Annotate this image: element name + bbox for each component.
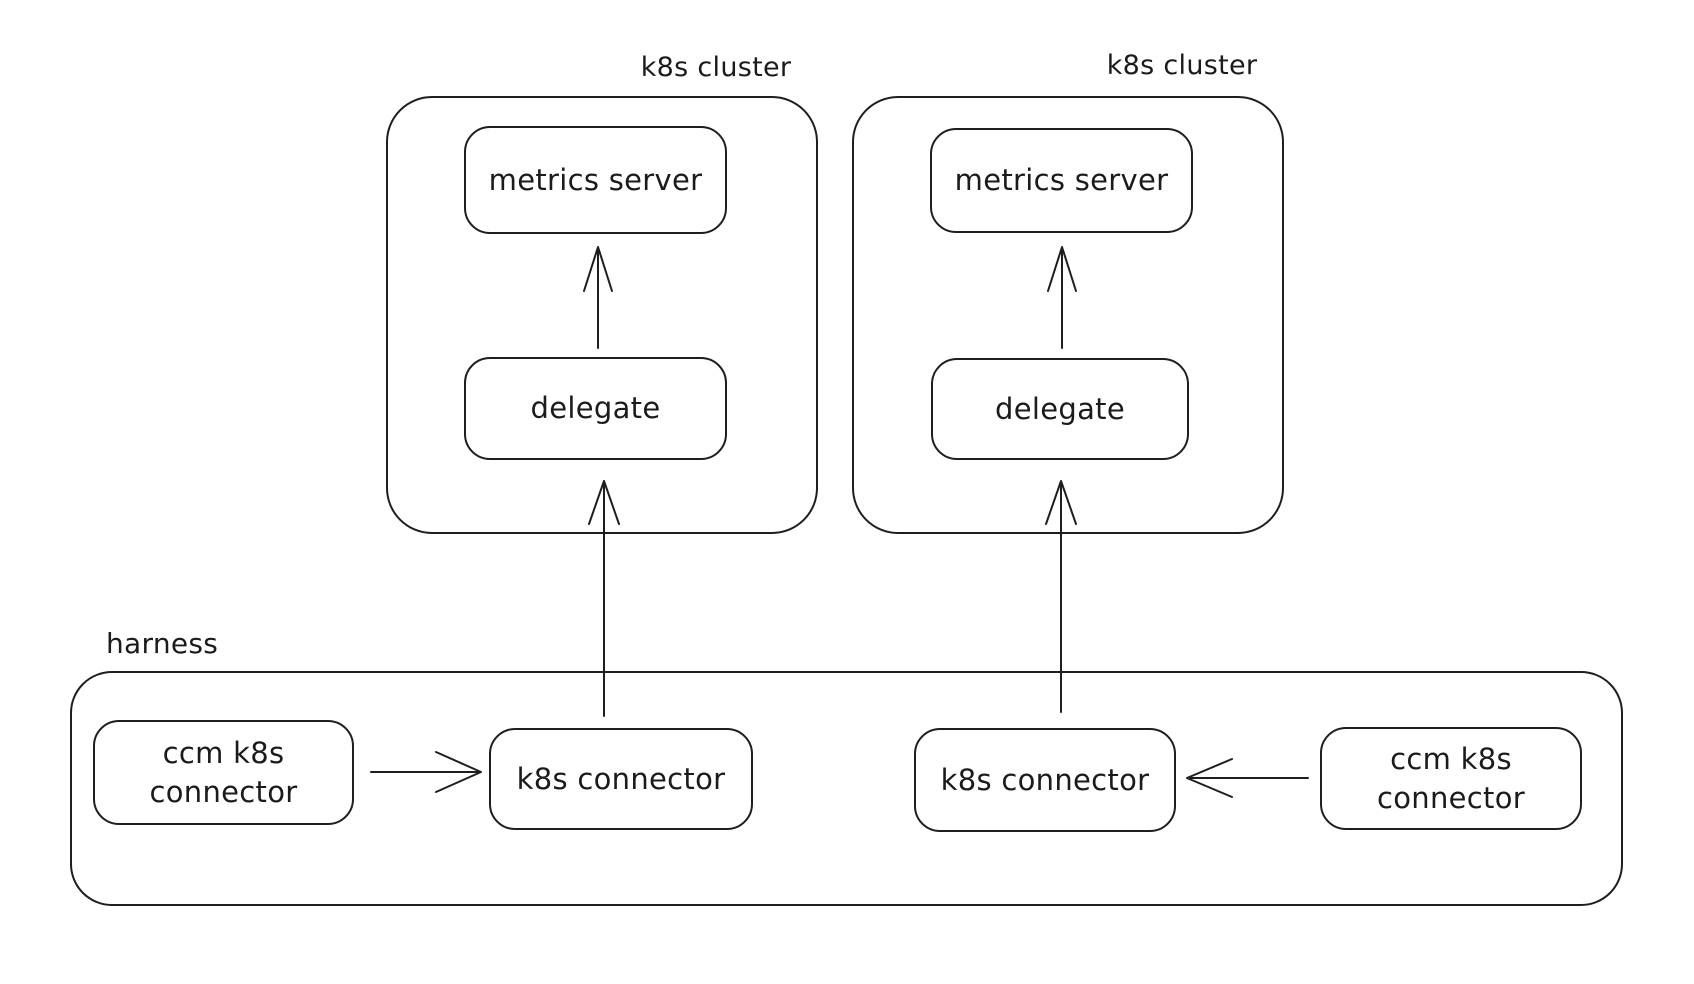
k8s-cluster-label-right: k8s cluster xyxy=(1106,50,1258,81)
metrics-server-node-right: metrics server xyxy=(930,128,1193,233)
metrics-server-node-left: metrics server xyxy=(464,126,727,234)
harness-label: harness xyxy=(106,627,219,660)
k8s-connector-node-right: k8s connector xyxy=(914,728,1176,832)
delegate-node-left: delegate xyxy=(464,357,727,460)
ccm-k8s-connector-node-right: ccm k8s connector xyxy=(1320,727,1582,830)
delegate-node-right: delegate xyxy=(931,358,1189,460)
k8s-connector-node-left: k8s connector xyxy=(489,728,753,830)
k8s-cluster-label-left: k8s cluster xyxy=(640,52,792,83)
ccm-k8s-connector-node-left: ccm k8s connector xyxy=(93,720,354,825)
